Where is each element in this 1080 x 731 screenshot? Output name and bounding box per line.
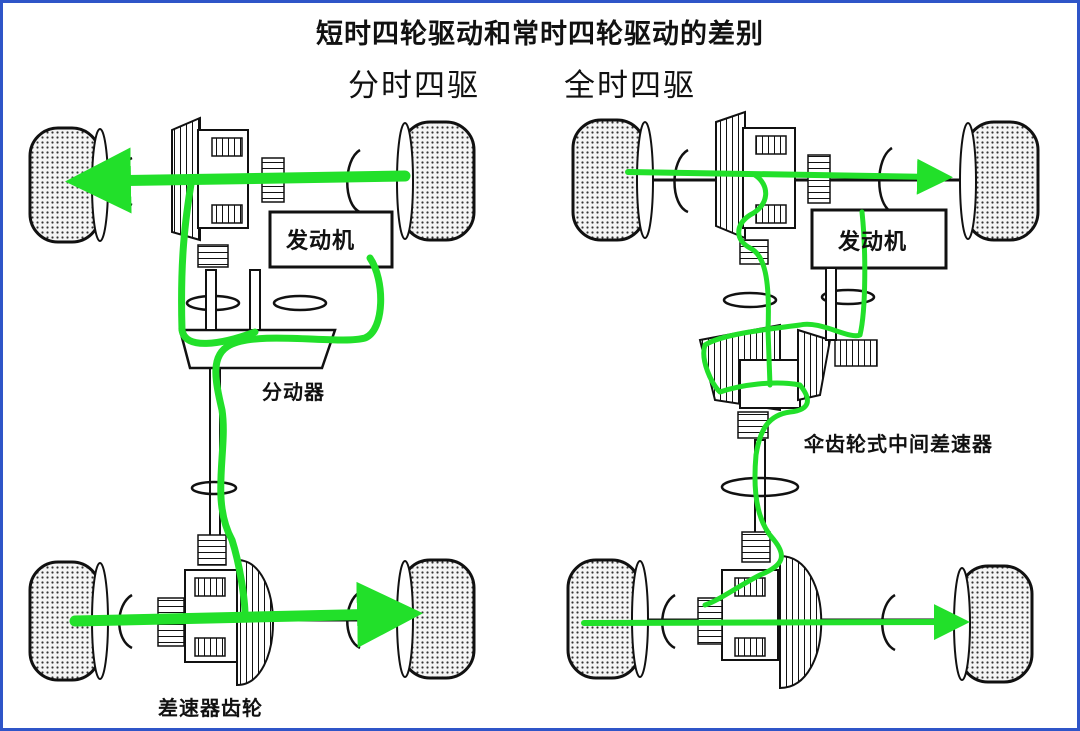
wheel-rear-left: [566, 558, 649, 680]
full-time-4wd-heading: 全时四驱: [564, 68, 696, 104]
wheel-rear-right: [396, 558, 476, 680]
part-time-4wd-drivetrain: [28, 116, 476, 687]
rear-differential: [697, 531, 823, 690]
engine-label-left: 发动机: [286, 229, 356, 254]
transfer-case-label: 分动器: [262, 380, 325, 404]
engine-label-right: 发动机: [838, 230, 908, 255]
rear-differential: [157, 534, 274, 687]
differential-gear-label: 差速器齿轮: [158, 696, 263, 720]
wheel-front-right: [396, 120, 476, 242]
wheel-front-right: [959, 120, 1040, 242]
wheel-front-left: [571, 118, 654, 242]
wheel-rear-right: [953, 564, 1034, 684]
transfer-case: [178, 269, 337, 370]
full-time-4wd-drivetrain: [566, 110, 1040, 690]
engine-box-right: [810, 208, 948, 270]
center-differential-label: 伞齿轮式中间差速器: [804, 432, 993, 456]
power-flow-right: [581, 158, 970, 641]
diagram-title: 短时四轮驱动和常时四轮驱动的差别: [316, 19, 764, 50]
part-time-4wd-heading: 分时四驱: [348, 68, 480, 104]
power-flow-left: [65, 147, 423, 648]
center-differential: [698, 267, 878, 439]
